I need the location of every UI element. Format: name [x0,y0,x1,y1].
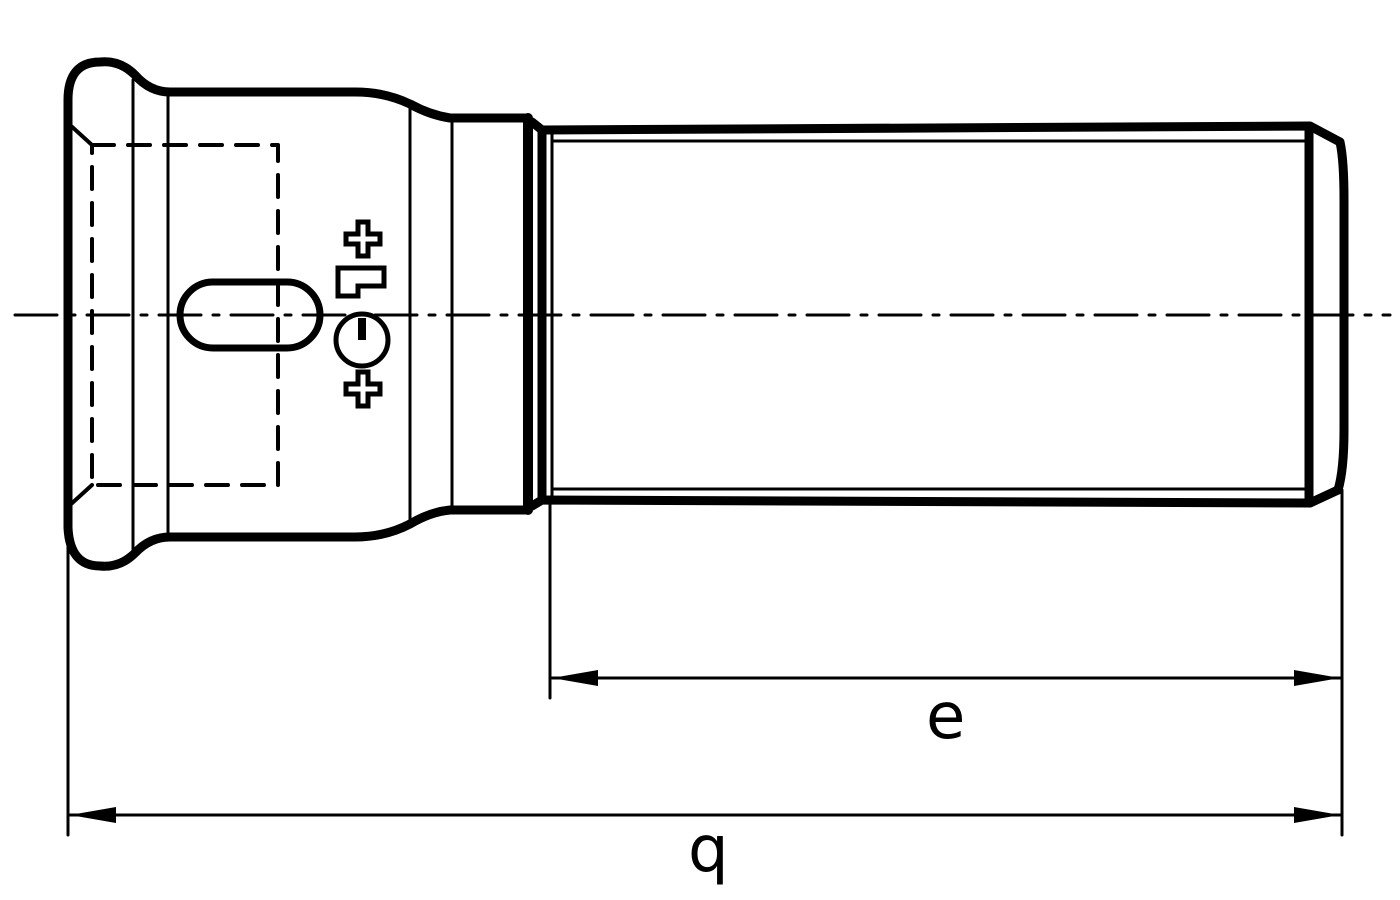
hidden-socket [90,143,280,487]
thread-outline-top [527,117,1345,147]
arrowhead-thread-left [552,670,598,686]
thread-outline-bottom [527,485,1343,511]
dimension-label-overall: q [688,813,729,887]
dimension-label-thread: e [926,680,966,754]
gf-logo-icon [333,219,391,409]
arrowhead-overall-right [1294,807,1340,823]
chamfer-top-left [68,123,94,147]
press-end-outline-bottom [63,310,533,571]
arrowhead-overall-left [70,807,116,823]
arrowhead-thread-right [1294,670,1340,686]
press-end-outline-top [63,57,533,320]
chamfer-bottom-left [68,483,94,507]
